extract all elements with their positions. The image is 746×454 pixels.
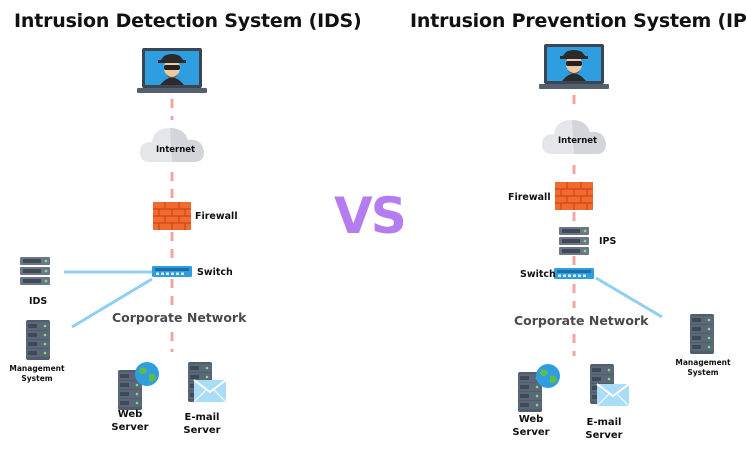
ips-firewall-label: Firewall <box>508 192 551 203</box>
ips-globe-icon <box>536 364 560 388</box>
ids-globe-icon <box>135 362 159 386</box>
ids-title: Intrusion Detection System (IDS) <box>14 10 362 32</box>
ids-switch-icon <box>152 266 192 277</box>
ips-firewall-icon <box>554 181 594 211</box>
ips-attacker-laptop-icon <box>539 44 609 89</box>
ids-internet-label: Internet <box>156 145 196 155</box>
ips-title: Intrusion Prevention System (IPS) <box>410 10 746 32</box>
ids-appliance-label: IDS <box>29 296 48 307</box>
ips-appliance-label: IPS <box>599 236 617 247</box>
ids-attacker-laptop-icon <box>137 48 207 93</box>
ids-connectors <box>64 270 153 329</box>
ips-appliance-icon <box>559 227 589 255</box>
ids-corporate-network-label: Corporate Network <box>112 310 247 325</box>
ips-internet-label: Internet <box>558 136 598 146</box>
ids-envelope-icon <box>193 379 227 403</box>
vs-label: VS <box>334 187 407 245</box>
ids-appliance-icon <box>20 257 50 285</box>
ids-firewall-label: Firewall <box>195 211 238 222</box>
ids-switch-label: Switch <box>197 267 233 278</box>
ips-corporate-network-label: Corporate Network <box>514 313 649 328</box>
ips-envelope-icon <box>596 383 630 407</box>
ids-firewall-icon <box>152 201 192 231</box>
ids-management-server-icon <box>26 320 50 360</box>
ips-management-server-icon <box>690 314 714 354</box>
ips-switch-icon <box>554 268 594 279</box>
ips-connectors <box>595 276 663 319</box>
ips-switch-label: Switch <box>520 269 556 280</box>
